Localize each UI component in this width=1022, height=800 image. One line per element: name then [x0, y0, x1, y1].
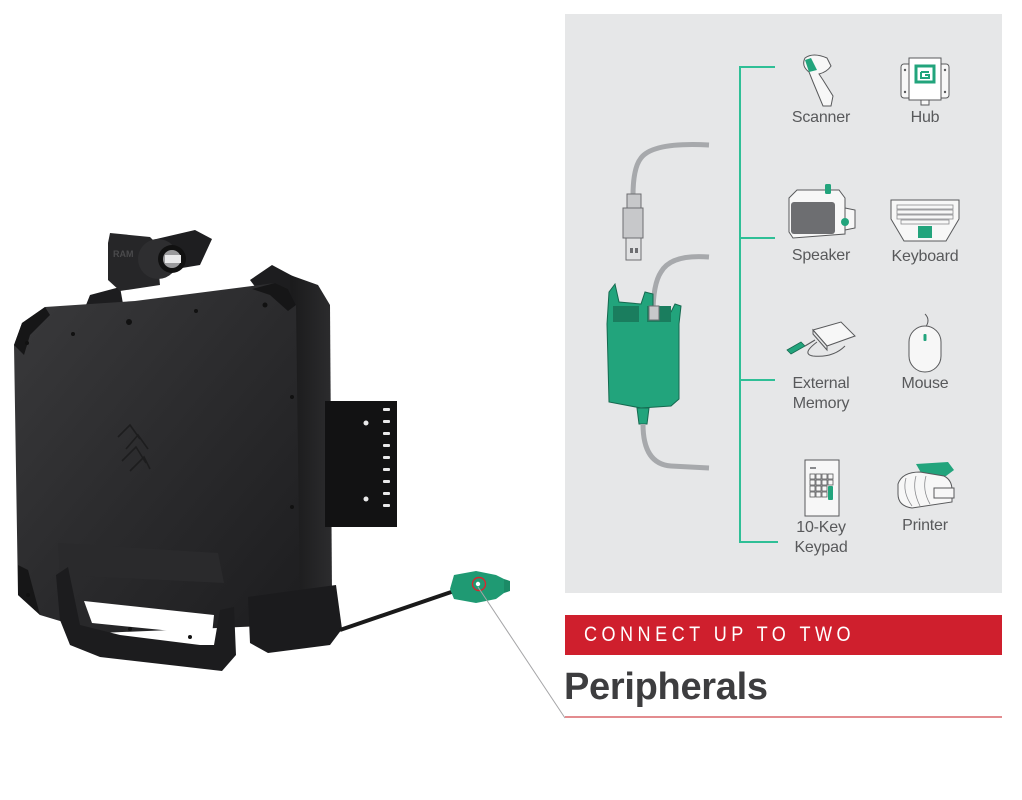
usb-connector-module: [446, 569, 516, 609]
tablet-dock-illustration: RAM: [14, 230, 461, 671]
bracket-tick: [739, 379, 775, 381]
brand-mark: RAM: [113, 249, 134, 259]
device-label: 10-Key: [796, 519, 846, 536]
device-label-line2: Memory: [792, 395, 850, 412]
keyboard-icon: [890, 199, 960, 242]
device-speaker: Speaker: [771, 182, 871, 266]
external-drive-icon: [786, 321, 856, 357]
promo-banner: CONNECT UP TO TWO: [565, 615, 1002, 655]
printer-icon: [897, 462, 955, 509]
connector-icon: [450, 571, 510, 603]
device-label: Keyboard: [891, 248, 959, 265]
device-label-line2: Keypad: [794, 539, 848, 556]
device-keyboard: Keyboard: [875, 197, 975, 267]
peripherals-diagram-panel: Scanner Hub Speaker: [565, 14, 1002, 593]
heading-underline: [565, 716, 1002, 718]
speaker-icon: [788, 184, 856, 239]
device-hub: Hub: [875, 56, 975, 128]
usb-hub-icon: [900, 57, 950, 106]
bracket-line: [739, 66, 741, 541]
mouse-icon: [908, 313, 942, 373]
usb-adapter-illustration: [606, 142, 710, 471]
device-label: Mouse: [901, 375, 949, 392]
banner-text: CONNECT UP TO TWO: [584, 623, 856, 646]
device-label: Scanner: [791, 109, 851, 126]
bracket-tick: [739, 237, 775, 239]
numeric-keypad-icon: [804, 459, 840, 517]
device-label: Hub: [910, 109, 940, 126]
device-label: External: [792, 375, 850, 392]
device-10-key-keypad: 10-Key Keypad: [771, 458, 871, 558]
device-mouse: Mouse: [875, 312, 975, 394]
device-external-memory: External Memory: [771, 316, 871, 414]
page-heading: Peripherals: [564, 666, 768, 708]
bracket-tick: [739, 541, 778, 543]
device-printer: Printer: [875, 458, 975, 536]
product-image: RAM: [0, 225, 461, 685]
device-scanner: Scanner: [771, 52, 871, 128]
barcode-scanner-icon: [803, 54, 834, 107]
bracket-tick: [739, 66, 775, 68]
device-label: Printer: [902, 517, 948, 534]
device-label: Speaker: [791, 247, 851, 264]
